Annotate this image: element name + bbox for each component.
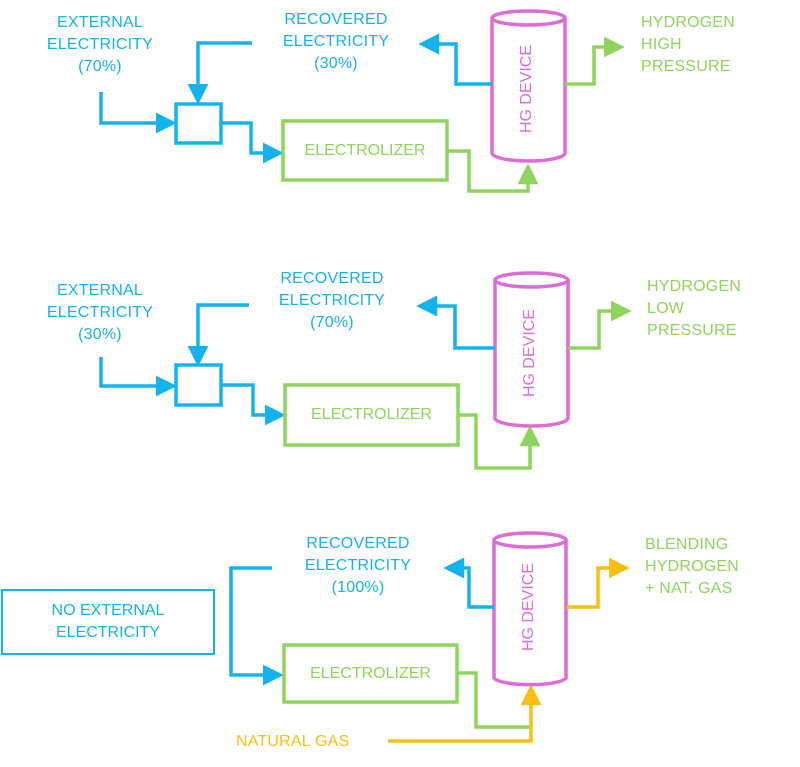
natural-gas-flow: [388, 684, 542, 743]
electrolizer-to-device-flow: [447, 149, 539, 193]
hydrogen-output-label: HYDROGEN HIGH PRESSURE: [641, 14, 736, 75]
hydrogen-output-flow: [565, 36, 625, 86]
hydrogen-output-label: HYDROGEN LOW PRESSURE: [647, 278, 742, 339]
mixer-to-electrolizer-flow: [221, 383, 286, 426]
hg-device-cylinder: [490, 9, 567, 163]
external-electricity-flow: [99, 357, 177, 397]
recovered-electricity-label: RECOVERED ELECTRICITY (30%): [282, 11, 390, 72]
external-electricity-label: EXTERNAL ELECTRICITY (30%): [46, 282, 154, 343]
hydrogen-output-flow: [568, 300, 632, 350]
hg-device-label: HG DEVICE: [518, 45, 535, 134]
blended-output-flow: [566, 557, 630, 609]
recovered-electricity-out-flow: [416, 295, 495, 350]
scenario-1: [99, 9, 625, 193]
recovered-electricity-feed-flow: [187, 303, 249, 367]
mixer-to-electrolizer-flow: [221, 121, 284, 164]
no-external-electricity-box: [1, 589, 215, 655]
electrolizer-label: ELECTROLIZER: [310, 664, 431, 682]
recovered-electricity-feed-flow: [187, 41, 252, 105]
natural-gas-label: NATURAL GAS: [236, 733, 350, 750]
electrolizer-label: ELECTROLIZER: [304, 141, 426, 159]
hg-device-cylinder: [493, 271, 570, 428]
scenario-3: [1, 531, 630, 743]
mixer-box: [174, 102, 223, 145]
blending-output-label: BLENDING HYDROGEN + NAT. GAS: [645, 536, 740, 597]
recovered-electricity-label: RECOVERED ELECTRICITY (70%): [278, 270, 386, 331]
external-electricity-flow: [99, 92, 177, 134]
electrolizer-label: ELECTROLIZER: [311, 406, 432, 423]
hg-device-cylinder: [492, 531, 568, 687]
electrolizer-to-device-flow: [457, 671, 530, 729]
no-external-electricity-label: NO EXTERNAL ELECTRICITY: [51, 602, 165, 641]
external-electricity-label: EXTERNAL ELECTRICITY (70%): [46, 14, 154, 75]
hg-device-label: HG DEVICE: [520, 563, 537, 652]
hg-device-label: HG DEVICE: [521, 309, 538, 398]
recovered-electricity-feed-flow: [229, 566, 284, 686]
scenario-2: [99, 271, 632, 470]
recovered-electricity-out-flow: [443, 557, 494, 609]
recovered-electricity-label: RECOVERED ELECTRICITY (100%): [304, 535, 412, 596]
electrolizer-to-device-flow: [458, 413, 541, 470]
recovered-electricity-out-flow: [418, 33, 492, 86]
mixer-box: [174, 363, 223, 407]
